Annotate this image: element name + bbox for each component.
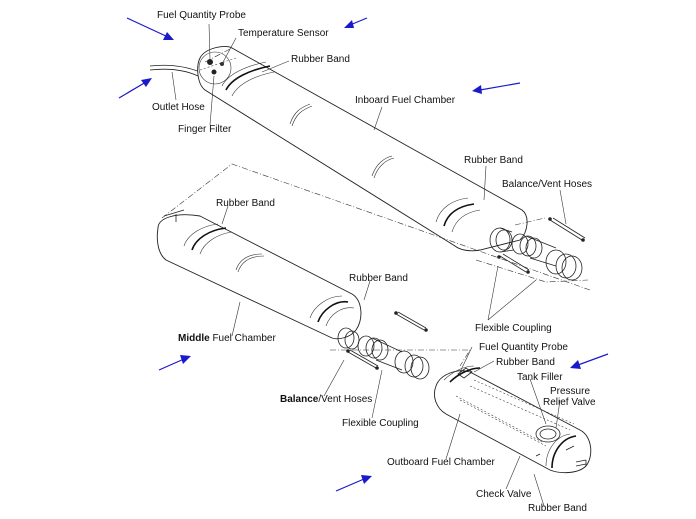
- label-fuel-quantity-probe-outboard: Fuel Quantity Probe: [479, 342, 568, 353]
- leader-lines: [171, 23, 567, 507]
- label-balance-rest: /Vent Hoses: [318, 394, 373, 405]
- label-outboard-fuel-chamber: Outboard Fuel Chamber: [387, 457, 495, 468]
- label-inboard-fuel-chamber: Inboard Fuel Chamber: [355, 95, 456, 106]
- label-middle-bold: Middle: [178, 333, 210, 344]
- label-outlet-hose: Outlet Hose: [152, 102, 205, 113]
- label-check-valve: Check Valve: [476, 489, 532, 500]
- arrow-3: [118, 78, 152, 99]
- label-flexible-coupling-2: Flexible Coupling: [342, 418, 419, 429]
- label-pressure-relief-valve-line2: Relief Valve: [543, 397, 596, 408]
- label-flexible-coupling-1: Flexible Coupling: [475, 323, 552, 334]
- label-middle-fuel-chamber: Middle Fuel Chamber: [178, 333, 276, 345]
- middle-couplings: [346, 311, 430, 380]
- label-fuel-quantity-probe-top: Fuel Quantity Probe: [157, 10, 246, 21]
- arrow-1: [126, 17, 174, 40]
- label-middle-rest: Fuel Chamber: [209, 333, 276, 344]
- label-rubber-band-inboard-1: Rubber Band: [291, 54, 350, 65]
- label-temperature-sensor: Temperature Sensor: [238, 28, 329, 39]
- label-balance-bold: Balance: [280, 394, 319, 405]
- arrow-6: [570, 353, 609, 369]
- arrow-2: [344, 17, 368, 28]
- label-rubber-band-middle-2: Rubber Band: [349, 273, 408, 284]
- label-rubber-band-middle-1: Rubber Band: [216, 198, 275, 209]
- arrow-4: [472, 82, 521, 94]
- label-pressure-relief-valve-line1: Pressure: [550, 386, 591, 397]
- outboard-fuel-chamber: [434, 365, 592, 474]
- label-balance-vent-hoses-2: Balance/Vent Hoses: [280, 394, 372, 406]
- label-finger-filter: Finger Filter: [178, 124, 232, 135]
- label-balance-vent-hoses-1: Balance/Vent Hoses: [502, 179, 593, 190]
- arrow-7: [335, 475, 372, 492]
- inboard-couplings: [497, 217, 586, 281]
- middle-fuel-chamber: [156, 209, 362, 350]
- label-rubber-band-inboard-2: Rubber Band: [464, 155, 523, 166]
- label-rubber-band-outboard-2: Rubber Band: [528, 503, 587, 514]
- label-rubber-band-outboard-1: Rubber Band: [496, 357, 555, 368]
- inboard-fuel-chamber: [149, 46, 528, 253]
- label-tank-filler: Tank Filler: [517, 372, 563, 383]
- arrow-5: [158, 355, 191, 371]
